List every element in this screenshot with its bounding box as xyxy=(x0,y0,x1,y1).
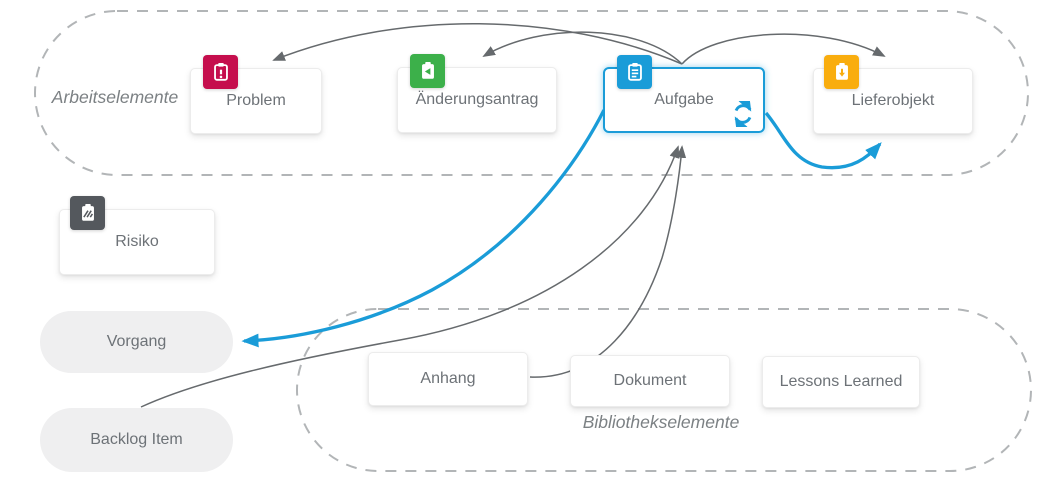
edge-aufgabe-to-aenderungsantrag xyxy=(482,31,683,65)
node-anhang[interactable]: Anhang xyxy=(368,352,528,406)
edge-anhang-to-aufgabe xyxy=(529,145,687,378)
arbeitselemente-group-label: Arbeitselemente xyxy=(51,87,179,107)
node-aufgabe[interactable]: Aufgabe xyxy=(603,55,765,133)
node-aenderungsantrag[interactable]: Änderungsantrag xyxy=(397,54,557,133)
node-aenderungsantrag-label: Änderungsantrag xyxy=(415,91,539,108)
node-dokument[interactable]: Dokument xyxy=(570,355,730,407)
bibliothekselemente-group-outline xyxy=(296,308,1032,472)
node-backlog-item[interactable]: Backlog Item xyxy=(40,408,233,472)
edge-aufgabe-to-lieferobjekt-blue xyxy=(764,111,882,170)
node-vorgang-label: Vorgang xyxy=(106,333,167,350)
node-anhang-label: Anhang xyxy=(420,370,476,387)
bibliothekselemente-group-label: Bibliothekselemente xyxy=(582,412,740,432)
node-lessons-learned-label: Lessons Learned xyxy=(779,373,903,390)
node-risiko[interactable]: Risiko xyxy=(59,196,215,275)
node-lieferobjekt[interactable]: Lieferobjekt xyxy=(813,55,973,134)
sync-icon[interactable] xyxy=(730,95,756,133)
clipboard-arrow-down-icon xyxy=(824,55,859,89)
node-problem[interactable]: Problem xyxy=(190,55,322,134)
node-risiko-label: Risiko xyxy=(115,233,159,250)
node-problem-label: Problem xyxy=(226,92,286,109)
clipboard-hatch-icon xyxy=(70,196,105,230)
edge-aufgabe-to-lieferobjekt xyxy=(681,33,886,65)
node-lieferobjekt-label: Lieferobjekt xyxy=(851,92,935,109)
clipboard-arrow-left-icon xyxy=(410,54,445,88)
node-lessons-learned[interactable]: Lessons Learned xyxy=(762,356,920,408)
edge-aufgabe-to-vorgang xyxy=(241,109,606,348)
clipboard-exclamation-icon xyxy=(203,55,238,89)
arbeitselemente-group-outline xyxy=(34,10,1029,176)
clipboard-list-icon xyxy=(617,55,652,89)
edge-aufgabe-to-problem xyxy=(272,22,683,65)
node-dokument-label: Dokument xyxy=(613,372,687,389)
node-backlog-item-label: Backlog Item xyxy=(90,431,183,448)
node-vorgang[interactable]: Vorgang xyxy=(40,311,233,373)
edge-backlog-item-to-aufgabe xyxy=(140,145,680,408)
node-aufgabe-label: Aufgabe xyxy=(654,91,714,108)
